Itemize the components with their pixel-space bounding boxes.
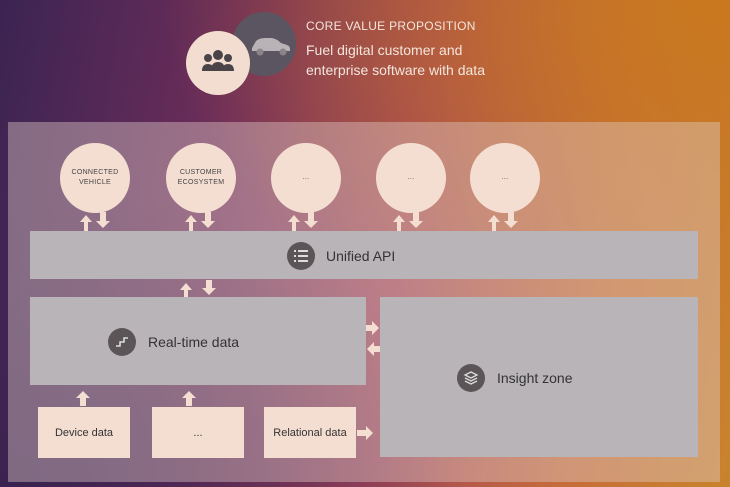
insight-zone-box	[380, 297, 698, 457]
source-label: ...	[193, 426, 203, 439]
source-label: Device data	[54, 426, 114, 439]
arrow-pair-5	[488, 212, 518, 231]
arrow-pair-4	[393, 212, 423, 231]
consumer-label-line1: ...	[501, 174, 509, 181]
real-time-data-label: Real-time data	[148, 334, 240, 350]
arrow-pair-2	[185, 212, 215, 231]
consumer-placeholder-1: ...	[271, 143, 341, 213]
source-label: Relational data	[273, 426, 347, 439]
consumer-label-line1: ...	[302, 174, 310, 181]
layers-icon	[457, 364, 485, 392]
source-device-data: Device data	[38, 407, 130, 458]
stream-icon	[108, 328, 136, 356]
consumer-customer-ecosystem: CUSTOMER ECOSYSTEM	[166, 143, 236, 213]
arrow-pair-realtime-insight	[366, 321, 380, 356]
people-icon-circle	[186, 31, 250, 95]
value-prop-line-1: Fuel digital customer and	[306, 42, 463, 58]
consumer-label-line1: CUSTOMER	[179, 169, 223, 176]
unified-api-label: Unified API	[326, 248, 396, 264]
car-icon	[252, 38, 290, 56]
consumer-placeholder-2: ...	[376, 143, 446, 213]
people-icon	[202, 50, 234, 71]
consumer-placeholder-3: ...	[470, 143, 540, 213]
value-prop-title: CORE VALUE PROPOSITION	[306, 19, 476, 33]
value-prop-line-2: enterprise software with data	[306, 62, 485, 78]
consumer-label-line1: ...	[407, 174, 415, 181]
real-time-data-box	[30, 297, 366, 385]
consumer-label-line2: VEHICLE	[78, 179, 112, 186]
consumer-label-line2: ECOSYSTEM	[177, 179, 225, 186]
source-placeholder: ...	[152, 407, 244, 458]
insight-zone-label: Insight zone	[497, 370, 573, 386]
consumer-connected-vehicle: CONNECTED VEHICLE	[60, 143, 130, 213]
unified-api-bar	[30, 231, 698, 279]
arrow-pair-1	[80, 212, 110, 231]
value-prop-description: Fuel digital customer and enterprise sof…	[306, 40, 566, 80]
arrow-pair-3	[288, 212, 318, 231]
arrow-pair-api-realtime	[180, 280, 216, 297]
list-icon	[287, 242, 315, 270]
source-relational-data: Relational data	[264, 407, 356, 458]
consumer-label-line1: CONNECTED	[71, 169, 119, 176]
